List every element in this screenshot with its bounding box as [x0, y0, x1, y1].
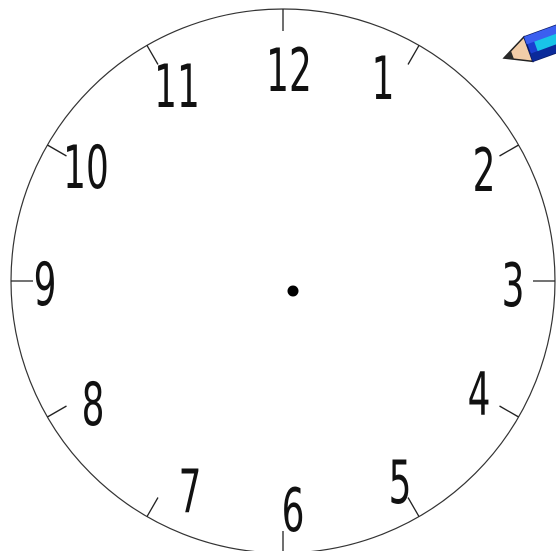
numeral-7: 7 [179, 456, 202, 526]
center-dot [288, 286, 299, 297]
numeral-2: 2 [473, 135, 496, 205]
numeral-11: 11 [154, 51, 200, 121]
numeral-8: 8 [82, 369, 105, 439]
numeral-3: 3 [502, 250, 525, 320]
numeral-5: 5 [389, 447, 412, 517]
numeral-9: 9 [34, 249, 57, 319]
numeral-10: 10 [63, 132, 109, 202]
numeral-6: 6 [282, 475, 305, 545]
numeral-12: 12 [266, 35, 312, 105]
numeral-1: 1 [372, 43, 395, 113]
pencil-icon [500, 10, 556, 71]
numeral-4: 4 [468, 359, 491, 429]
